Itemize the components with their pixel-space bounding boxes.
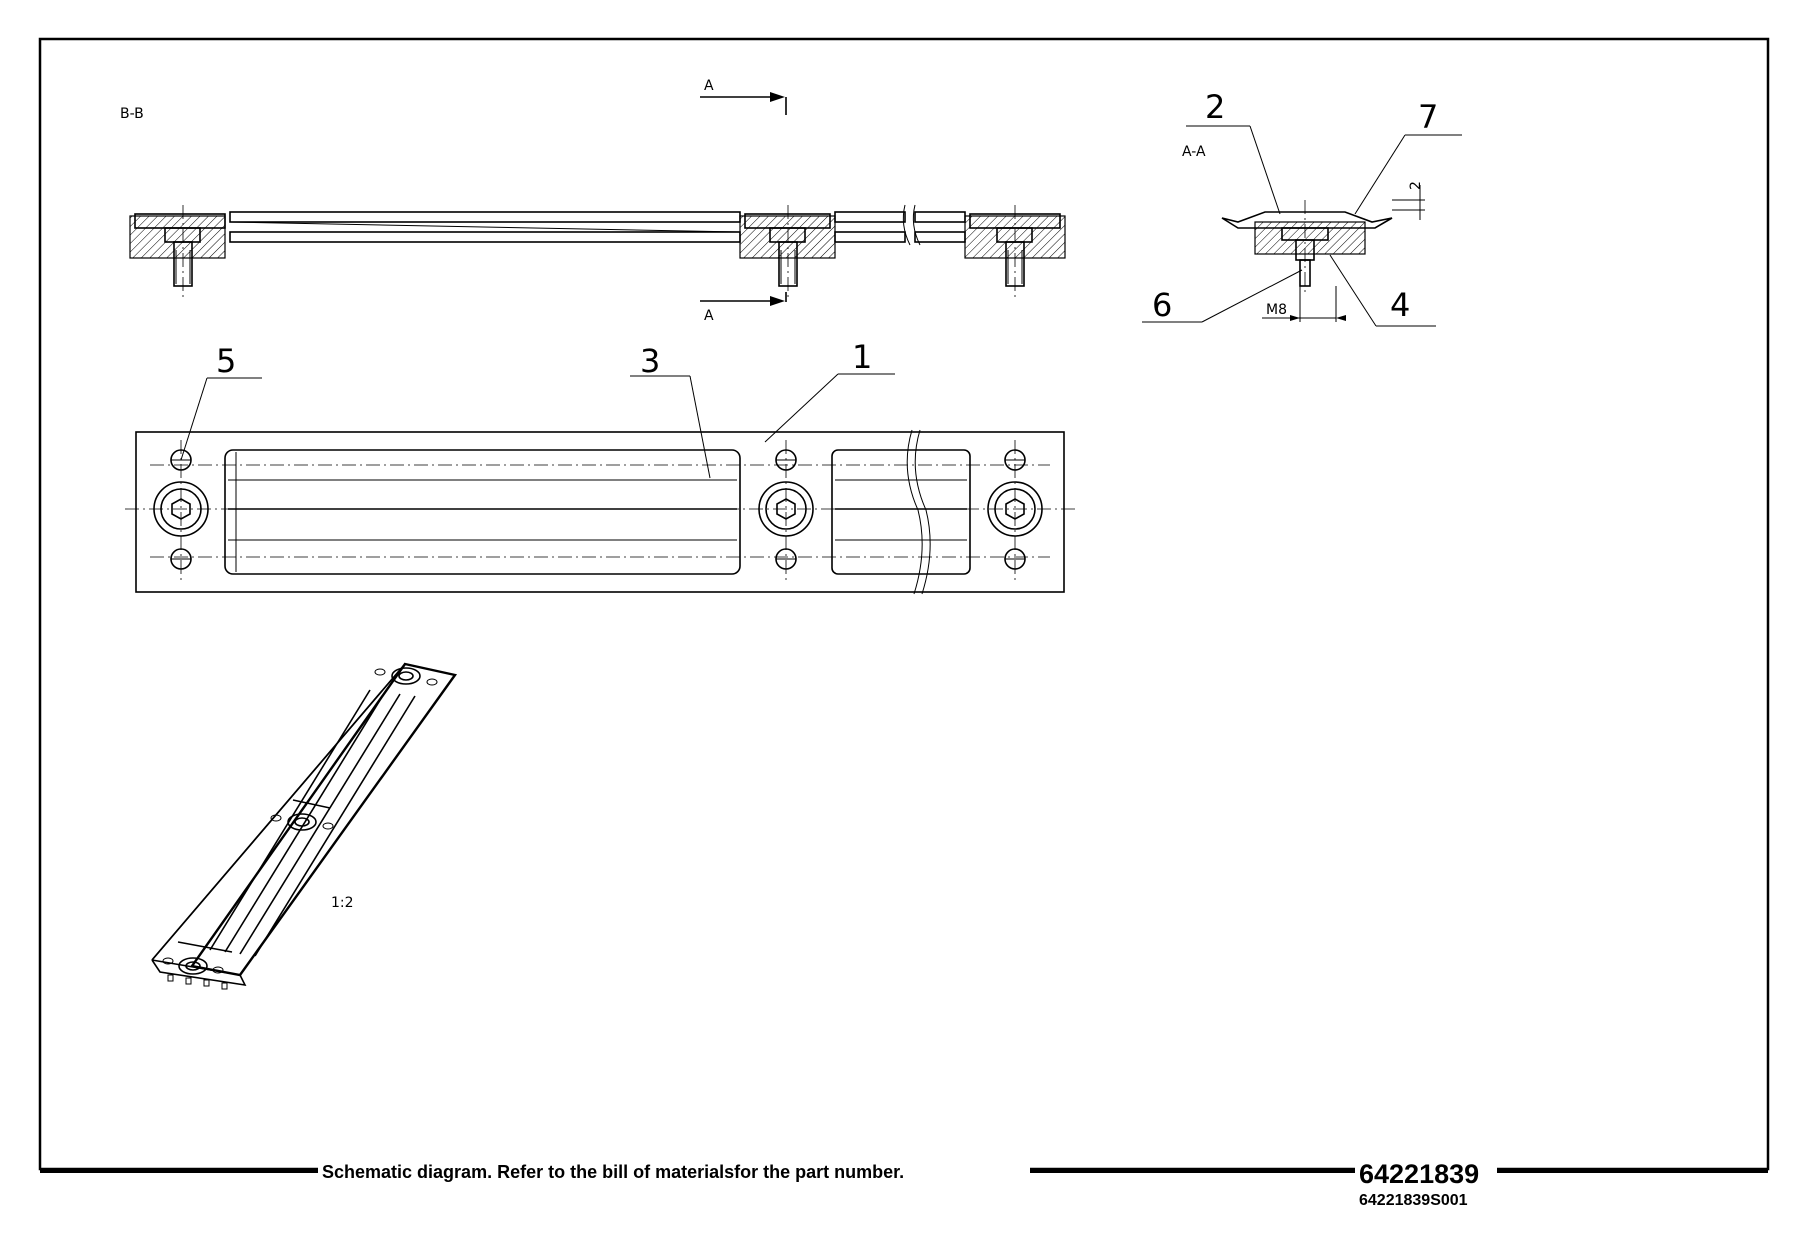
title-block: Schematic diagram. Refer to the bill of … [40,1157,1768,1209]
footer-note: Schematic diagram. Refer to the bill of … [322,1162,904,1182]
dim-thread: M8 [1266,302,1287,318]
balloon-5: 5 [216,342,236,380]
part-number: 64221839 [1359,1159,1479,1189]
balloon-2: 2 [1205,88,1225,126]
balloon-6: 6 [1152,286,1172,324]
isometric-view: 1:2 [151,662,458,990]
balloon-1: 1 [852,338,872,376]
section-aa-label: A-A [1182,144,1206,160]
balloon-3: 3 [640,342,660,380]
scale-label: 1:2 [331,895,354,911]
dim-offset: 2 [1408,181,1424,190]
plan-view: 5 3 1 [125,338,1075,595]
cut-marker-top: A [704,78,714,94]
section-view-aa: A-A M8 2 2 7 6 4 [1142,88,1462,327]
balloon-7: 7 [1418,98,1438,136]
balloon-4: 4 [1390,286,1410,324]
section-view-bb: B-B A A [120,78,1066,324]
section-bb-label: B-B [120,106,144,122]
cut-marker-bottom: A [704,308,714,324]
sheet-id: 64221839S001 [1359,1192,1468,1209]
